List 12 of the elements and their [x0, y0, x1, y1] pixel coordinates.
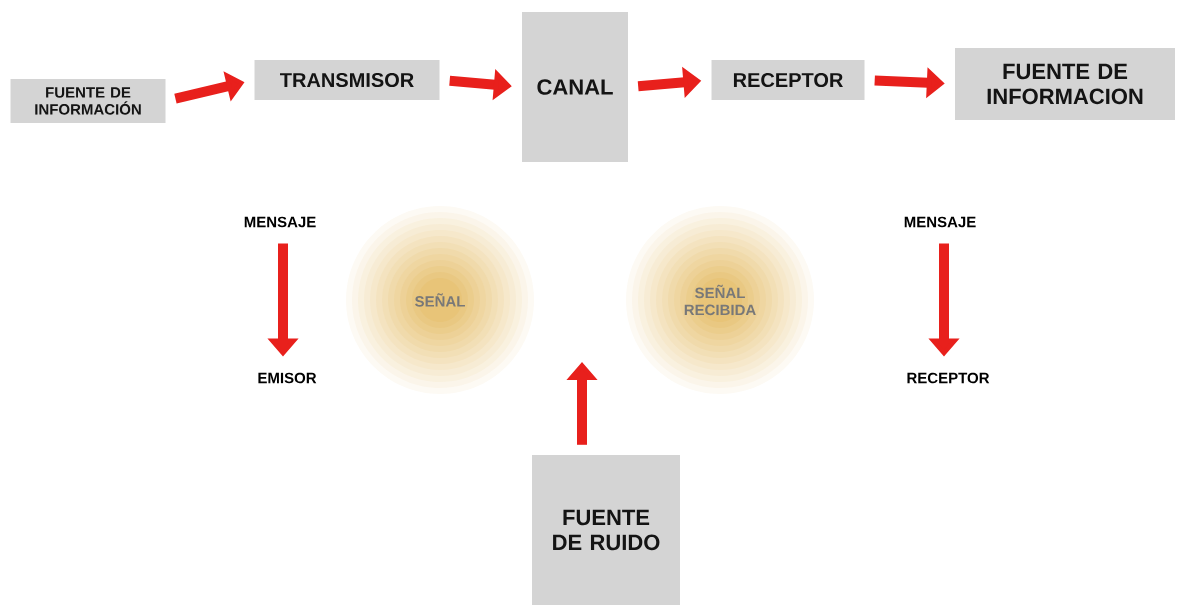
- bare-label: RECEPTOR: [907, 372, 990, 384]
- bare-label: EMISOR: [258, 372, 317, 384]
- process-box: FUENTE DE RUIDO: [532, 455, 680, 605]
- signal-glow: SEÑAL: [340, 200, 540, 400]
- bare-label: MENSAJE: [904, 216, 976, 228]
- process-box: FUENTE DE INFORMACIÓN: [10, 79, 166, 123]
- signal-glow: SEÑAL RECIBIDA: [620, 200, 820, 400]
- bare-label: MENSAJE: [244, 216, 316, 228]
- process-box: RECEPTOR: [711, 60, 865, 100]
- process-box: CANAL: [522, 12, 628, 162]
- process-box: FUENTE DE INFORMACION: [955, 48, 1175, 120]
- process-box: TRANSMISOR: [254, 60, 440, 100]
